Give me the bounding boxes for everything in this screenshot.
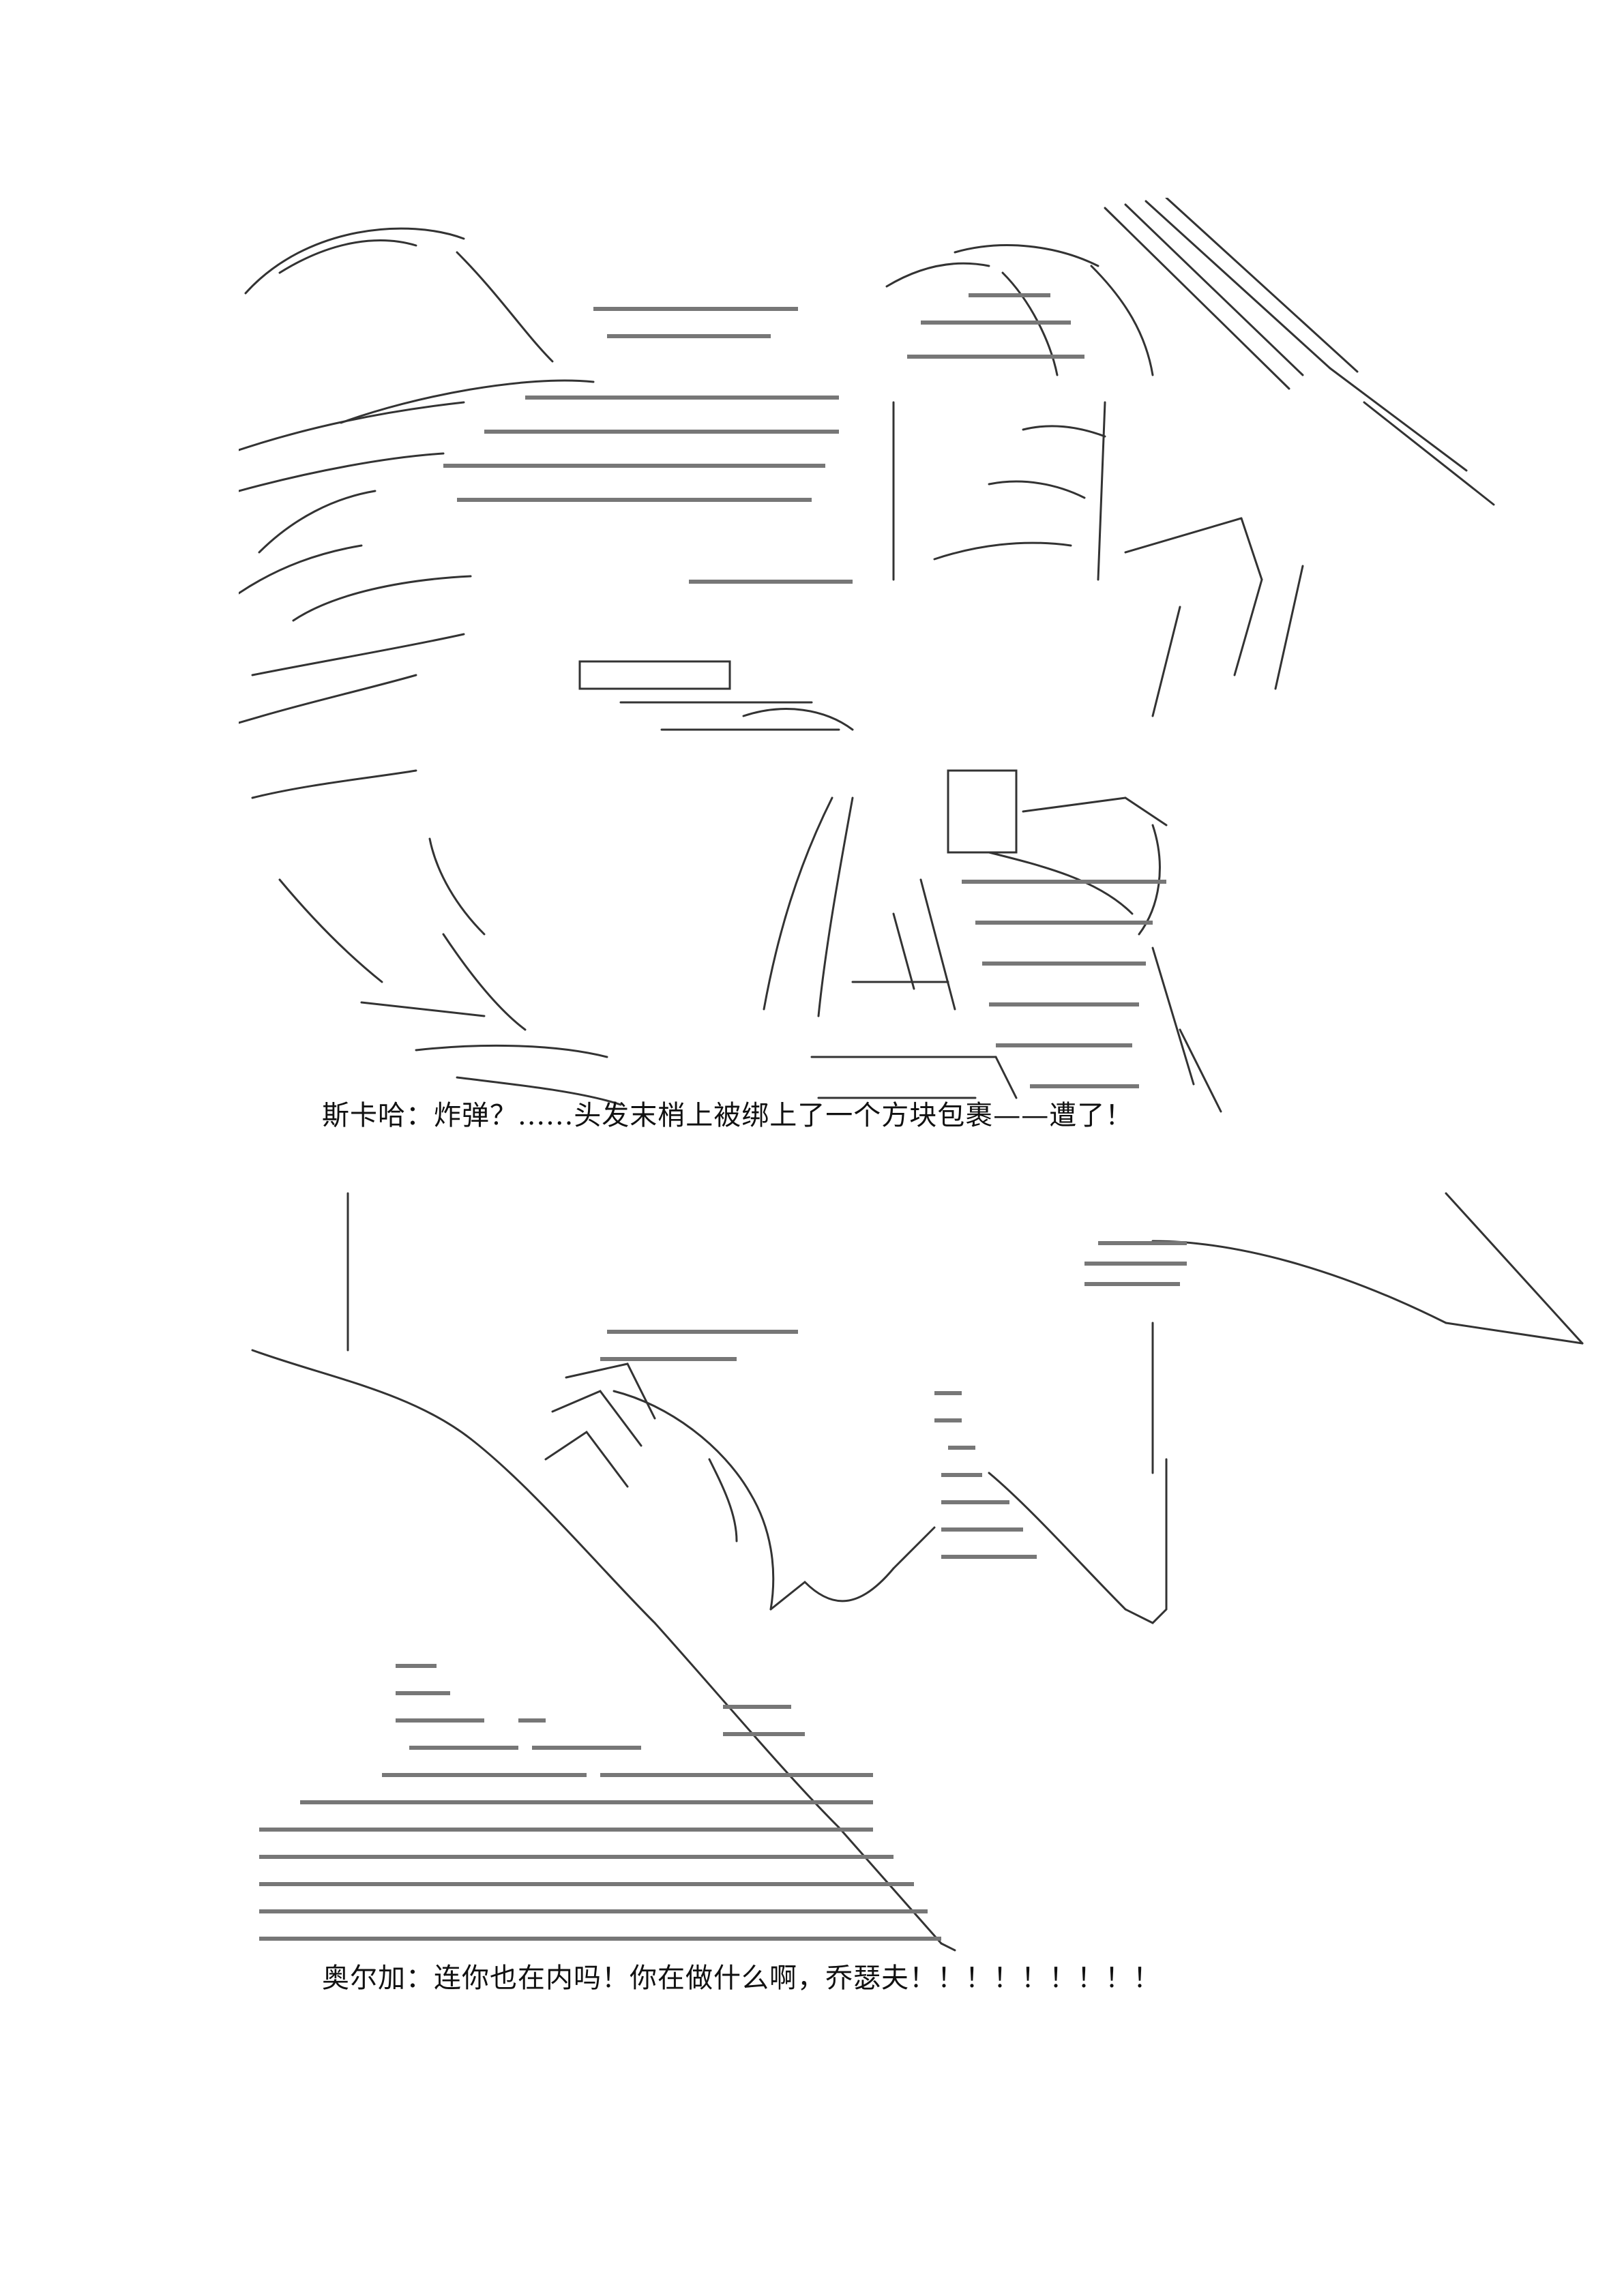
ascii-art-panel-2 xyxy=(246,1187,1596,1957)
ascii-art-illustration-1 xyxy=(239,198,1495,1113)
ascii-art-illustration-2 xyxy=(251,1192,1584,1952)
ascii-art-panel-1 xyxy=(239,198,1507,1132)
dialogue-caption-olga: 奥尔加：连你也在内吗！你在做什么啊，乔瑟夫！！！！！！！！！ xyxy=(322,1963,1161,1994)
dialogue-caption-scathach: 斯卡哈：炸弹？......头发末梢上被绑上了一个方块包裹——遭了！ xyxy=(322,1100,1134,1131)
